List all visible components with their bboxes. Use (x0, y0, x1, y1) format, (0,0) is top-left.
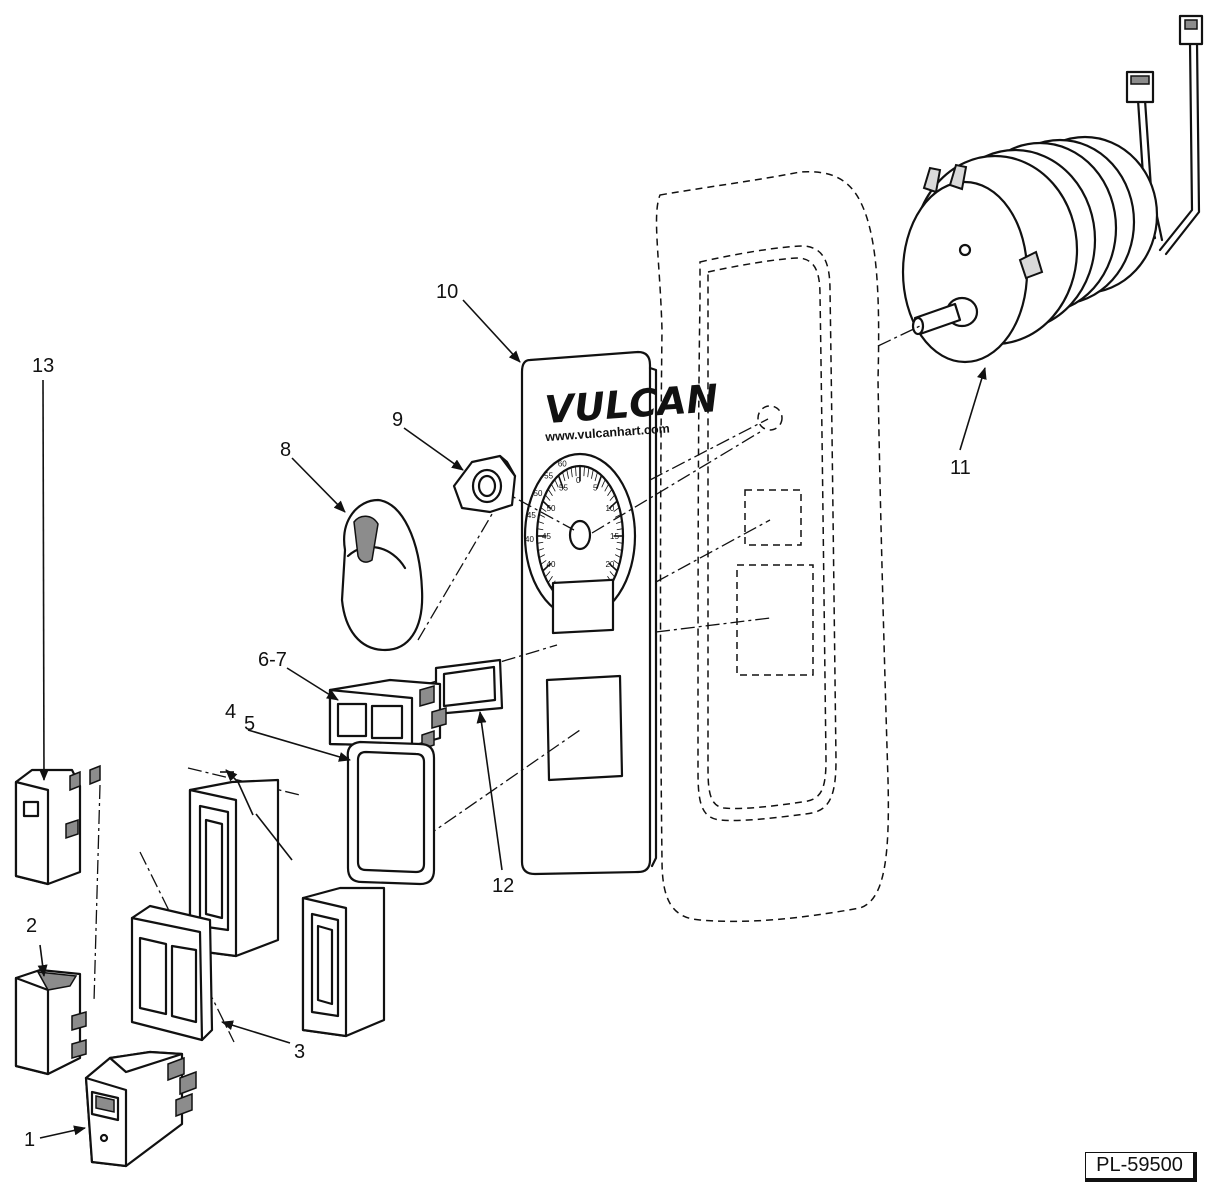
dial-tick (537, 528, 544, 531)
dial-tick-label: 0 (576, 476, 581, 485)
part-12-small-gasket (434, 658, 504, 716)
part-13-switch (14, 764, 101, 886)
callout-5: 5 (244, 713, 255, 735)
part-2-switch (14, 968, 87, 1076)
dial-tick (538, 554, 546, 558)
dial-tick (537, 548, 544, 551)
callout-3: 3 (294, 1041, 305, 1063)
dial-tick (542, 500, 552, 510)
dial-tick-label: 20 (605, 560, 614, 569)
dial-tick (537, 521, 544, 524)
dial-tick (544, 571, 551, 578)
callout-10: 10 (436, 281, 458, 303)
dial-tick (547, 576, 553, 584)
dial-outer-label: 50 (534, 489, 543, 498)
dial-tick (537, 541, 544, 544)
dial-tick (575, 466, 577, 477)
dial-tick (616, 521, 623, 524)
dial-tick (587, 467, 590, 478)
dial-tick (547, 488, 553, 496)
dial-tick (609, 494, 616, 501)
dial-tick (608, 500, 618, 510)
dial-tick (566, 469, 569, 479)
dial-tick (557, 475, 564, 489)
dial-tick (614, 514, 622, 518)
callout-1: 1 (24, 1129, 35, 1151)
dial-tick (583, 466, 585, 477)
part-6-7-switch (328, 678, 447, 751)
part-9-hex-nut (452, 454, 517, 514)
dial-tick-label: 50 (547, 504, 556, 513)
dial-tick (591, 469, 594, 479)
dial-tick-label: 45 (542, 532, 551, 541)
dial-tick (544, 494, 551, 501)
dial-tick (554, 479, 559, 488)
dial-tick (616, 541, 623, 544)
part-8-knob (340, 498, 424, 652)
part-4-bezels (188, 778, 386, 1038)
callout-labels: 10 11 9 8 6-7 4 5 12 13 2 3 1 (24, 281, 971, 1151)
callout-2: 2 (26, 915, 37, 937)
dial-outer-label: 60 (558, 460, 567, 469)
dial-tick (570, 467, 573, 478)
dial-outer-label: 45 (527, 511, 536, 520)
drawing-id-label: PL-59500 (1085, 1152, 1197, 1182)
dial-tick (601, 479, 606, 488)
dial-tick (616, 548, 623, 551)
callout-8: 8 (280, 439, 291, 461)
dial-tick-label: 15 (610, 532, 619, 541)
dial-outer-label: 40 (525, 535, 534, 544)
dial-tick-label: 40 (547, 560, 556, 569)
leader-arrows (37, 299, 987, 1139)
part-10-panel-overlay: VULCAN www.vulcanhart.com 05101520253035… (520, 350, 720, 876)
callout-6-7: 6-7 (258, 649, 287, 671)
dial-tick-label: 5 (593, 484, 598, 493)
callout-11: 11 (950, 457, 971, 479)
callout-9: 9 (392, 409, 403, 431)
part-5-large-gasket (346, 740, 436, 886)
part-11-timer-motor (901, 14, 1204, 364)
dial-outer-label: 55 (544, 471, 553, 480)
callout-12: 12 (492, 875, 514, 897)
callout-13: 13 (32, 355, 54, 377)
dial-tick (609, 571, 616, 578)
callout-4: 4 (225, 701, 236, 723)
dial-tick-label: 10 (605, 504, 614, 513)
part-1-rocker-switch (84, 1050, 197, 1168)
dial-tick-label: 55 (559, 484, 568, 493)
dial-tick (538, 514, 546, 518)
dial-tick (542, 562, 552, 572)
dial-tick (596, 475, 603, 489)
dial-tick (604, 483, 610, 492)
dial-tick (613, 560, 620, 565)
dial-tick (540, 507, 547, 512)
part-3-double-bezel (130, 904, 214, 1042)
dial-tick (613, 507, 620, 512)
dial-tick (608, 562, 618, 572)
dial-tick (540, 560, 547, 565)
dial-tick (616, 528, 623, 531)
dial-tick (562, 471, 566, 482)
dial-tick (614, 554, 622, 558)
dial-tick (550, 483, 556, 492)
dial-tick (594, 471, 598, 482)
control-panel-outline (655, 170, 890, 923)
dial-tick (607, 488, 613, 496)
